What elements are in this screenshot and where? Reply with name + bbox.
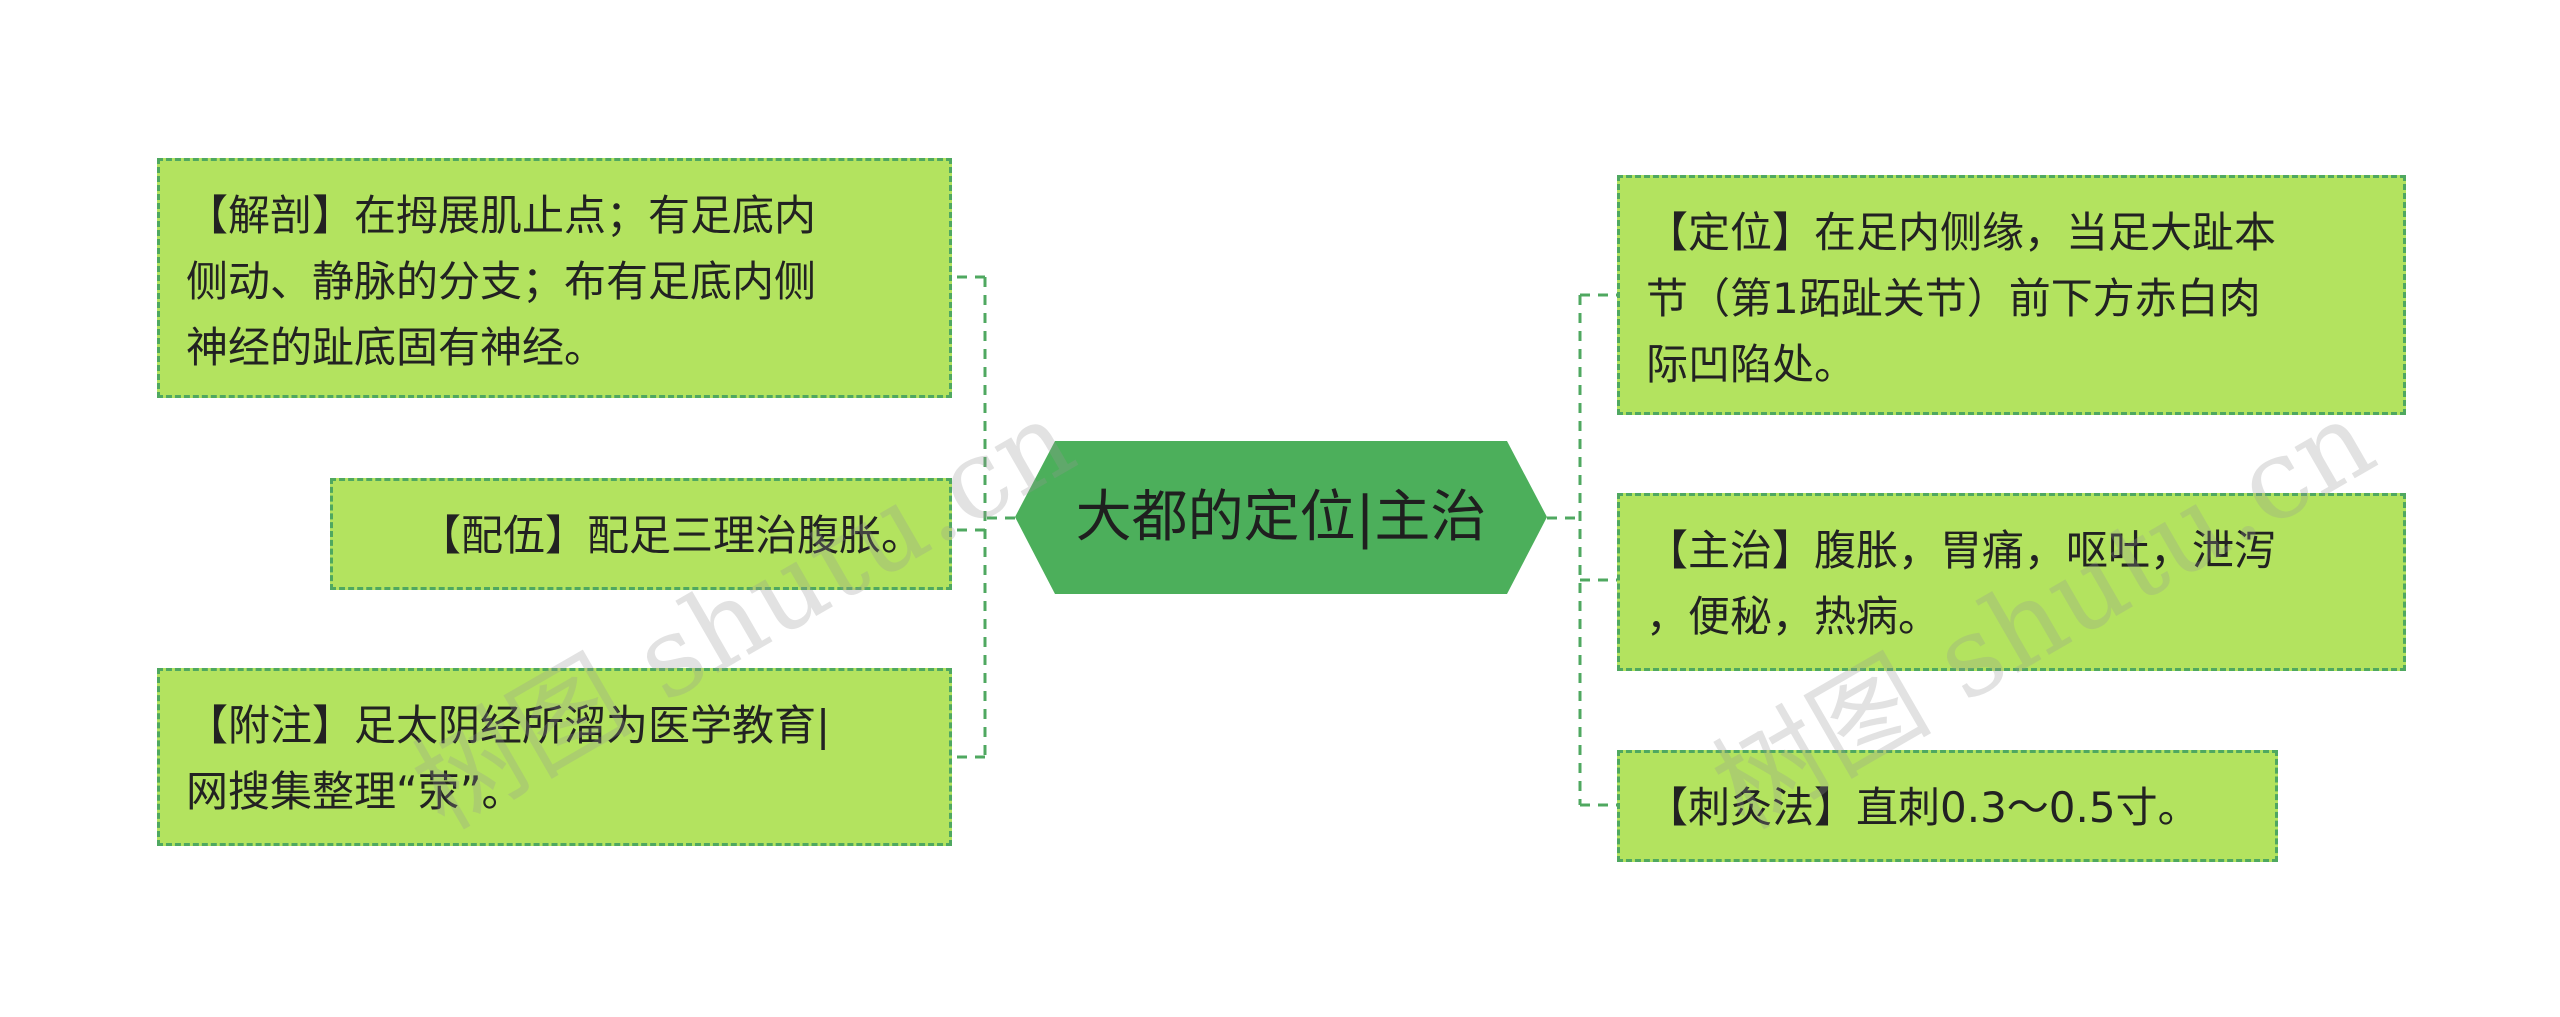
connector-left-trunk xyxy=(983,277,1015,757)
node-location-line-2: 节（第1跖趾关节）前下方赤白肉 xyxy=(1646,274,2261,323)
node-combination-line-1: 【配伍】配足三理治腹胀。 xyxy=(418,511,923,560)
node-anatomy-line-1: 【解剖】在拇展肌止点；有足底内 xyxy=(186,191,817,240)
node-location-line-1: 【定位】在足内侧缘，当足大趾本 xyxy=(1646,208,2277,257)
node-anatomy-line-2: 侧动、静脉的分支；布有足底内侧 xyxy=(186,257,817,306)
node-indications-line-1: 【主治】腹胀，胃痛，呕吐，泄泻 xyxy=(1646,526,2277,575)
node-location[interactable]: 【定位】在足内侧缘，当足大趾本 节（第1跖趾关节）前下方赤白肉 际凹陷处。 xyxy=(1617,175,2406,415)
node-combination[interactable]: 【配伍】配足三理治腹胀。 xyxy=(330,478,952,590)
node-location-line-3: 际凹陷处。 xyxy=(1646,340,1857,389)
node-note[interactable]: 【附注】足太阴经所溜为医学教育| 网搜集整理“荥”。 xyxy=(157,668,952,846)
node-anatomy[interactable]: 【解剖】在拇展肌止点；有足底内 侧动、静脉的分支；布有足底内侧 神经的趾底固有神… xyxy=(157,158,952,398)
node-indications[interactable]: 【主治】腹胀，胃痛，呕吐，泄泻 ，便秘，热病。 xyxy=(1617,493,2406,671)
connector-right-trunk xyxy=(1547,295,1582,805)
node-note-line-1: 【附注】足太阴经所溜为医学教育| xyxy=(186,701,831,750)
node-note-line-2: 网搜集整理“荥”。 xyxy=(186,767,524,816)
node-indications-line-2: ，便秘，热病。 xyxy=(1646,592,1941,641)
center-hexagon-shape xyxy=(1015,441,1547,594)
center-topic-title: 大都的定位|主治 xyxy=(1075,485,1487,550)
node-anatomy-line-3: 神经的趾底固有神经。 xyxy=(186,323,607,372)
node-acupuncture-method[interactable]: 【刺灸法】直刺0.3～0.5寸。 xyxy=(1617,750,2278,862)
node-acupuncture-method-line-1: 【刺灸法】直刺0.3～0.5寸。 xyxy=(1646,783,2200,832)
center-topic[interactable]: 大都的定位|主治 xyxy=(1015,441,1547,594)
